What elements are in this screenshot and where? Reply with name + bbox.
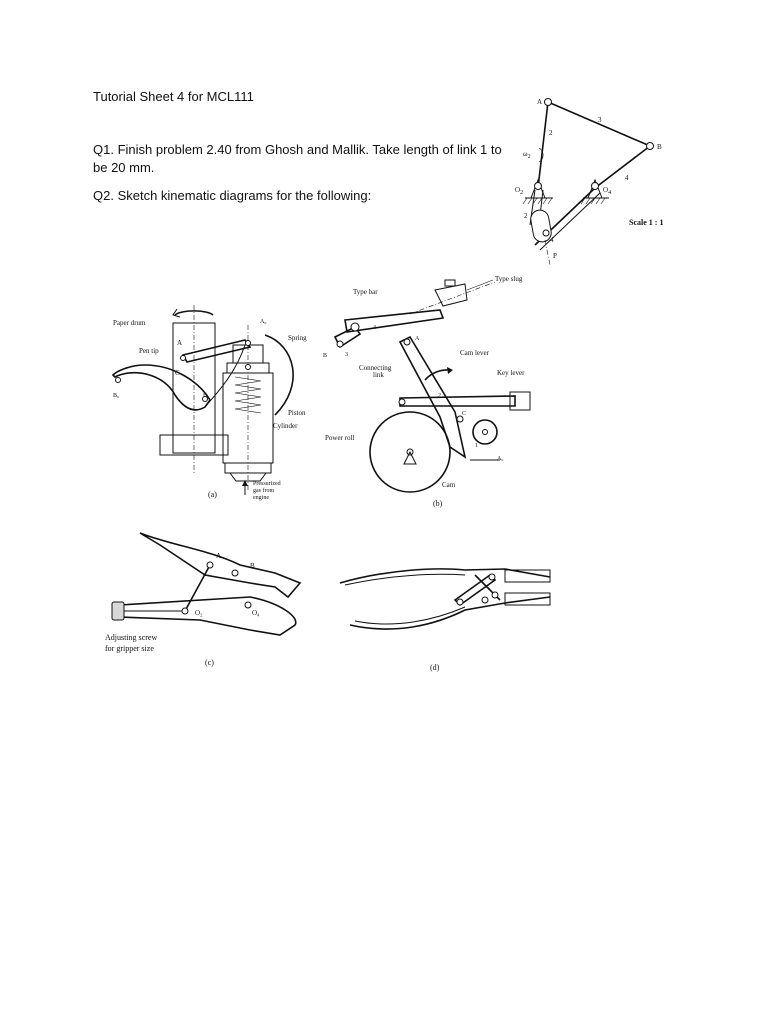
label-a: A xyxy=(537,98,542,106)
label-piston: Piston xyxy=(288,409,306,417)
label-b: B xyxy=(203,393,207,399)
label-spring: Spring xyxy=(288,334,307,342)
figure-c: A B O₂ O₄ Adjusting screw for gripper si… xyxy=(105,532,302,667)
label-link: link xyxy=(373,371,384,379)
label-o4: O4 xyxy=(603,186,611,196)
link-2 xyxy=(537,101,549,189)
label-paper-drum: Paper drum xyxy=(113,319,146,327)
label-cam-lever: Cam lever xyxy=(460,349,490,357)
label-b0: B₀ xyxy=(113,393,119,399)
label-c-a: A xyxy=(216,552,221,560)
label-c-o2: O₂ xyxy=(195,609,203,617)
caption-c: (c) xyxy=(205,658,214,667)
label-c-b: B xyxy=(250,562,255,570)
link-4 xyxy=(594,145,651,189)
type-bar xyxy=(344,309,445,333)
label-cylinder: Cylinder xyxy=(273,422,298,430)
label-omega: ω2 xyxy=(523,150,531,160)
power-roll xyxy=(369,411,451,493)
caption-a: (a) xyxy=(208,490,217,499)
question-1: Q1. Finish problem 2.40 from Ghosh and M… xyxy=(93,142,502,175)
cam-lever xyxy=(398,335,467,459)
upper-jaw xyxy=(139,532,302,599)
label-link-4-bottom: 4 xyxy=(550,236,554,244)
label-b-a0: A₀ xyxy=(497,456,503,462)
label-a0: A₀ xyxy=(260,319,266,325)
label-b: B xyxy=(657,143,662,151)
label-power-roll: Power roll xyxy=(325,434,354,442)
label-b-b: B xyxy=(323,353,327,359)
label-connecting: Connecting xyxy=(359,364,392,372)
label-gas-2: gas from xyxy=(253,487,274,494)
link-3 xyxy=(547,101,651,147)
label-link-4: 4 xyxy=(625,174,629,182)
label-b-c: C xyxy=(462,411,466,417)
upper-handle xyxy=(339,568,551,584)
cam xyxy=(472,419,498,445)
label-link-2-bottom: 2 xyxy=(524,212,528,220)
label-b-3: 3 xyxy=(345,352,348,358)
lower-handle xyxy=(349,596,551,630)
label-cam: Cam xyxy=(442,481,456,489)
label-gripper-size: for gripper size xyxy=(105,644,154,653)
label-o2: O2 xyxy=(515,186,523,196)
caption-b: (b) xyxy=(433,499,443,508)
label-c: C xyxy=(175,369,180,377)
label-key-lever: Key lever xyxy=(497,369,525,377)
adjusting-screw xyxy=(111,601,125,621)
label-b-2: 2 xyxy=(438,393,441,399)
label-type-slug: Type slug xyxy=(495,275,523,283)
label-a: A xyxy=(177,339,182,347)
label-b-1: 1 xyxy=(475,443,478,449)
label-adjusting-screw: Adjusting screw xyxy=(105,633,157,642)
label-type-bar: Type bar xyxy=(353,288,378,296)
label-b-a: A xyxy=(415,336,420,342)
figure-a: Paper drum Pen tip Spring Piston Cylinde… xyxy=(111,305,307,501)
question-2: Q2. Sketch kinematic diagrams for the fo… xyxy=(93,188,372,203)
joint-p xyxy=(542,229,550,237)
label-gas-3: engine xyxy=(253,495,269,501)
linkage-figure: A B O2 O4 P ω2 2 3 4 2 4 Scale 1 : 1 xyxy=(515,98,663,266)
document-title: Tutorial Sheet 4 for MCL111 xyxy=(93,89,254,104)
scale-label: Scale 1 : 1 xyxy=(629,218,663,227)
label-link-2: 2 xyxy=(549,129,553,137)
label-p: P xyxy=(553,252,557,260)
label-c-o4: O₄ xyxy=(252,609,260,617)
label-pen-tip: Pen tip xyxy=(139,347,159,355)
joint-b xyxy=(646,142,654,150)
label-gas-1: Pressurized xyxy=(253,481,281,487)
label-b-4: 4 xyxy=(373,325,376,331)
label-link-3: 3 xyxy=(598,116,602,124)
figure-d: (d) xyxy=(339,568,551,672)
caption-d: (d) xyxy=(430,663,440,672)
lower-handle xyxy=(119,596,297,636)
rotation-arrow xyxy=(174,310,214,316)
joint-a xyxy=(544,98,552,106)
key-lever xyxy=(399,395,516,407)
figure-b: Type bar Type slug Cam lever Key lever C… xyxy=(323,275,531,508)
